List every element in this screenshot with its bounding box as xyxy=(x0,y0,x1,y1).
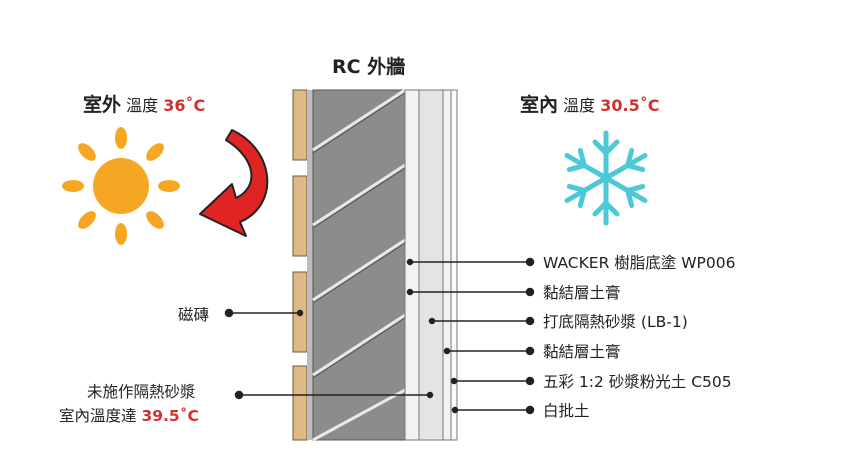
tile xyxy=(292,365,308,441)
concrete-layer xyxy=(312,88,406,442)
layer-label: 白批土 xyxy=(543,402,590,420)
tile-layer xyxy=(292,89,308,441)
rebar-hatch xyxy=(312,388,406,442)
layer-label: WACKER 樹脂底塗 WP006 xyxy=(543,254,736,272)
indoor-label: 室內 xyxy=(520,94,559,116)
curved-arrow-icon xyxy=(199,129,269,237)
tile xyxy=(292,89,308,161)
right-leaders xyxy=(406,257,535,415)
layer-label: 黏結層土膏 xyxy=(543,343,621,361)
indoor-temp: 30.5˚C xyxy=(600,96,660,115)
outdoor-temp-label: 溫度 xyxy=(126,96,159,115)
outdoor-label: 室外 xyxy=(83,94,122,116)
indoor-temp-label: 溫度 xyxy=(563,96,596,115)
snowflake-icon xyxy=(564,130,648,226)
outdoor-temp: 36˚C xyxy=(163,96,206,115)
indoor-heading: 室內 溫度 30.5˚C xyxy=(520,90,659,117)
no-insulation-prefix: 室內溫度達 xyxy=(59,407,137,425)
layer-label: 黏結層土膏 xyxy=(543,284,621,302)
layer-label: 打底隔熱砂漿 (LB-1) xyxy=(543,313,688,331)
rebar-hatch xyxy=(312,313,406,377)
mortar-layer xyxy=(307,90,313,440)
left-leaders xyxy=(224,308,434,400)
outdoor-heading: 室外 溫度 36˚C xyxy=(83,90,205,117)
rebar-hatch xyxy=(312,88,406,152)
no-insulation-label-line1: 未施作隔熱砂漿 xyxy=(87,383,196,401)
no-insulation-temp: 39.5˚C xyxy=(141,407,199,425)
layer-label: 五彩 1:2 砂漿粉光土 C505 xyxy=(543,373,732,391)
rebar-hatch xyxy=(312,163,406,227)
tile xyxy=(292,175,308,257)
no-insulation-label-line2: 室內溫度達 39.5˚C xyxy=(59,404,199,426)
rebar-hatch xyxy=(312,238,406,302)
diagram-title: RC 外牆 xyxy=(332,56,406,78)
tile-label: 磁磚 xyxy=(178,306,210,324)
inner-layers xyxy=(404,89,458,441)
sun-icon xyxy=(62,127,180,245)
